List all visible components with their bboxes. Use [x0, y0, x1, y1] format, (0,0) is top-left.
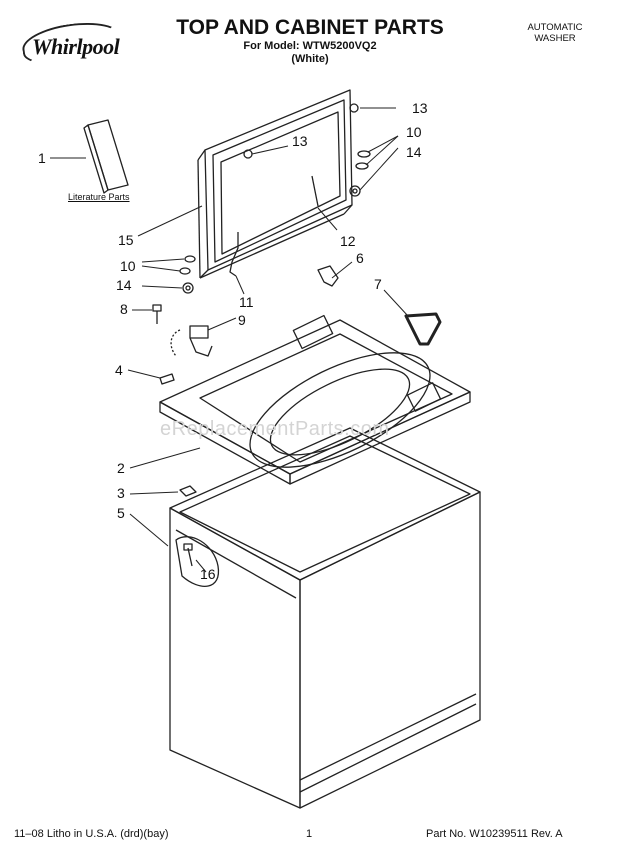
callout-6: 6: [356, 250, 364, 266]
cabinet-cutout: [175, 536, 220, 587]
callout-5: 5: [117, 505, 125, 521]
literature-parts-label: Literature Parts: [68, 192, 130, 202]
screw-16: [183, 543, 193, 567]
callout-11: 11: [239, 294, 254, 310]
whirlpool-logo: Whirlpool: [18, 17, 128, 69]
cabinet-part: [169, 427, 481, 809]
callout-14-right: 14: [406, 144, 422, 160]
lid-lock-part: [170, 325, 213, 357]
footer-part-number: Part No. W10239511 Rev. A: [426, 828, 563, 840]
callout-3: 3: [117, 485, 125, 501]
footer-page-number: 1: [306, 828, 313, 840]
hinge-right-hardware: [311, 150, 371, 207]
hinge-left-hardware: [179, 255, 196, 294]
callout-16: 16: [200, 566, 216, 582]
screw-8: [152, 304, 162, 324]
callout-8: 8: [120, 301, 128, 317]
clip-3: [179, 485, 197, 497]
handle-part: [404, 312, 442, 346]
watermark: eReplacementParts.com: [160, 418, 390, 440]
callout-1: 1: [38, 150, 46, 166]
product-line-1: AUTOMATIC: [527, 22, 583, 33]
clip-4: [159, 373, 175, 385]
literature-booklet: [83, 119, 129, 194]
callout-12: 12: [340, 233, 356, 249]
product-line-2: WASHER: [534, 33, 576, 44]
bumper-13a: [349, 103, 359, 113]
model-line: For Model: WTW5200VQ2: [243, 40, 377, 52]
callout-13-right: 13: [412, 100, 428, 116]
hinge-rod: [229, 232, 239, 277]
callout-10-right: 10: [406, 124, 422, 140]
lid-part: [197, 89, 353, 279]
leader-lines: [50, 107, 409, 573]
lid-switch-part: [317, 265, 339, 287]
brand-name: Whirlpool: [32, 34, 120, 59]
callout-10-left: 10: [120, 258, 136, 274]
top-panel-part: [159, 314, 471, 485]
callout-15: 15: [118, 232, 134, 248]
callout-4: 4: [115, 362, 123, 378]
callout-9: 9: [238, 312, 246, 328]
page-title: TOP AND CABINET PARTS: [176, 16, 444, 39]
footer-litho: 11–08 Litho in U.S.A. (drd)(bay): [14, 828, 169, 840]
color-line: (White): [291, 53, 329, 65]
callout-2: 2: [117, 460, 125, 476]
product-type: AUTOMATIC WASHER: [510, 22, 600, 44]
callout-13-lid: 13: [292, 133, 308, 149]
callout-7: 7: [374, 276, 382, 292]
callout-14-left: 14: [116, 277, 132, 293]
